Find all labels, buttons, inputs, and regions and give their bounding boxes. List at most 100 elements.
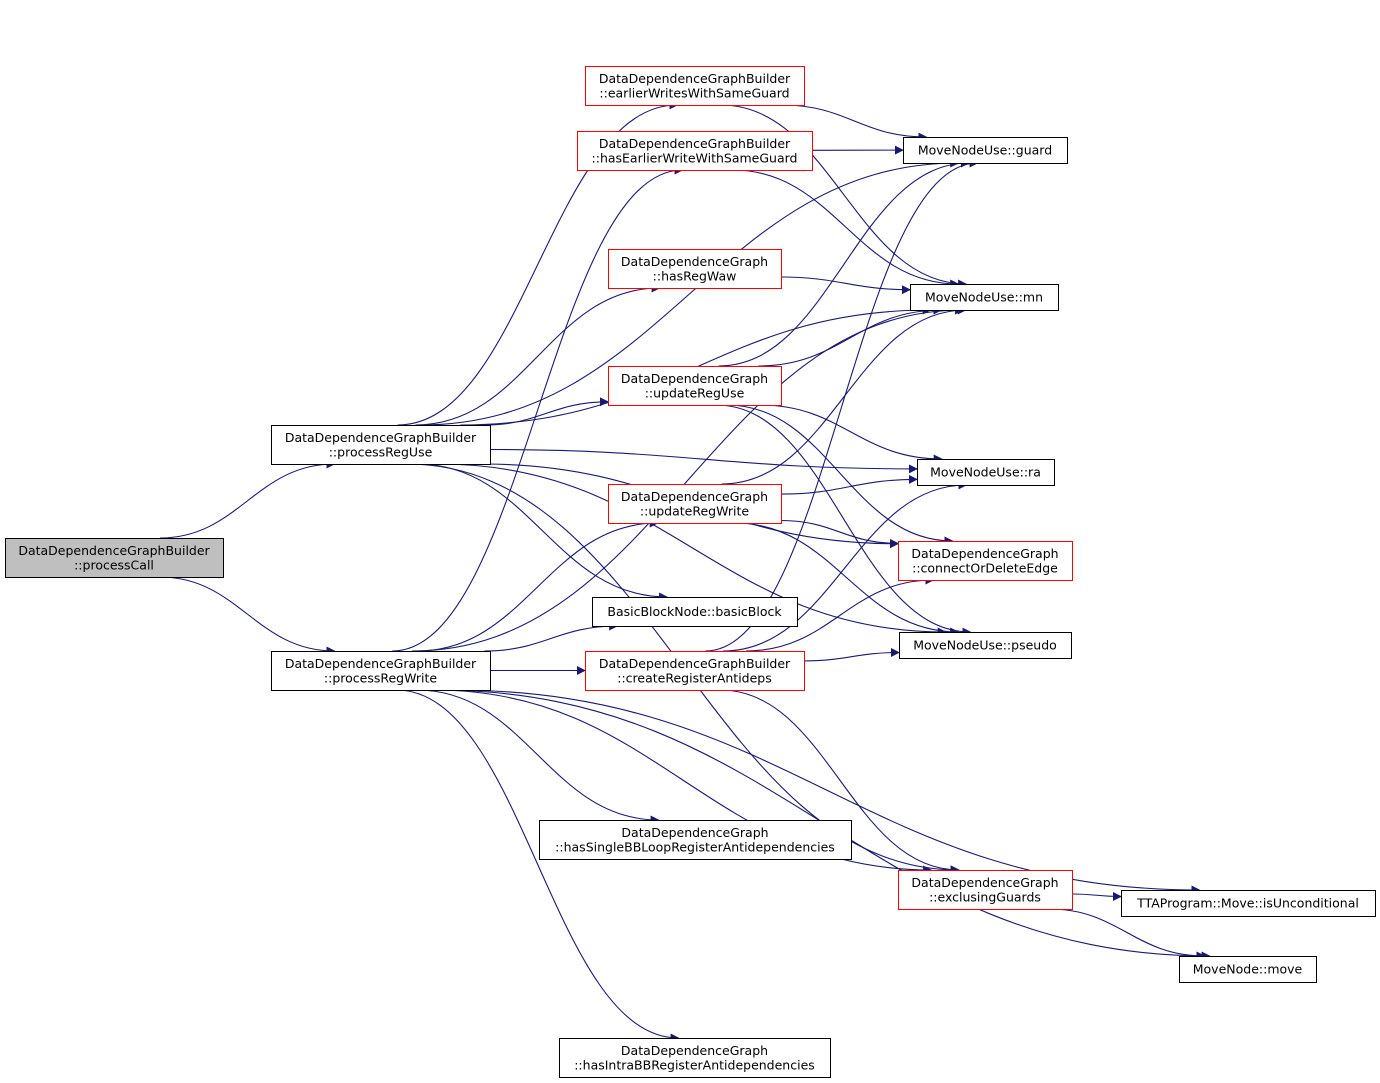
edge-processRegWrite-to-hasSingleBB: [416, 689, 660, 825]
node-exclusingGuards-box: [898, 870, 1073, 910]
node-move-label-0: MoveNode::move: [1193, 962, 1303, 977]
edge-createRegisterAntideps-to-ra: [723, 480, 968, 652]
edge-updateRegUse-to-pseudo: [716, 404, 972, 637]
edge-processRegUse-to-pseudo: [439, 463, 947, 637]
edge-processRegWrite-to-updateRegWrite: [417, 518, 659, 652]
node-move[interactable]: MoveNode::move: [1179, 956, 1317, 983]
node-ra[interactable]: MoveNodeUse::ra: [917, 459, 1055, 486]
edge-processRegUse-to-guard: [420, 158, 960, 426]
node-hasEarlierWrite-box: [577, 131, 813, 171]
node-connectOrDeleteEdge-box: [898, 541, 1073, 581]
node-updateRegUse-label-1: ::updateRegUse: [645, 385, 745, 400]
node-processCall-label-1: ::processCall: [74, 557, 154, 572]
node-pseudo-label-0: MoveNodeUse::pseudo: [913, 638, 1057, 653]
edge-earlierWrites-to-guard: [782, 104, 928, 142]
edge-updateRegUse-to-ra: [760, 404, 943, 464]
node-exclusingGuards[interactable]: DataDependenceGraph::exclusingGuards: [898, 870, 1073, 910]
node-createRegisterAntideps-box: [585, 651, 805, 691]
node-createRegisterAntideps[interactable]: DataDependenceGraphBuilder::createRegist…: [585, 651, 805, 691]
edge-processRegUse-to-earlierWrites: [397, 100, 679, 426]
edge-createRegisterAntideps-to-exclusingGuards: [720, 689, 960, 875]
edge-updateRegUse-to-mn: [758, 305, 943, 367]
edge-processRegUse-to-ra: [489, 448, 918, 474]
node-exclusingGuards-label-1: ::exclusingGuards: [929, 889, 1041, 904]
edge-hasRegWaw-to-mn: [780, 276, 911, 295]
node-hasSingleBB[interactable]: DataDependenceGraph::hasSingleBBLoopRegi…: [539, 820, 852, 860]
node-hasRegWaw-label-1: ::hasRegWaw: [653, 268, 737, 283]
node-hasIntraBB-label-0: DataDependenceGraph: [621, 1043, 768, 1058]
node-processRegUse[interactable]: DataDependenceGraphBuilder::processRegUs…: [271, 425, 491, 465]
node-basicBlock-label-0: BasicBlockNode::basicBlock: [607, 604, 782, 619]
node-hasRegWaw-box: [608, 249, 782, 289]
node-move-box: [1179, 956, 1317, 983]
edge-updateRegUse-to-connectOrDeleteEdge: [726, 404, 954, 546]
node-pseudo[interactable]: MoveNodeUse::pseudo: [899, 632, 1072, 659]
node-hasEarlierWrite-label-1: ::hasEarlierWriteWithSameGuard: [592, 150, 798, 165]
edge-createRegisterAntideps-to-connectOrDeleteEdge: [745, 575, 935, 652]
edge-processRegWrite-to-basicBlock: [484, 621, 619, 652]
edges-layer: [159, 100, 1211, 1043]
node-updateRegWrite[interactable]: DataDependenceGraph::updateRegWrite: [608, 484, 782, 524]
node-hasIntraBB-label-1: ::hasIntraBBRegisterAntidependencies: [574, 1057, 815, 1072]
node-hasRegWaw-label-0: DataDependenceGraph: [621, 254, 768, 269]
node-hasSingleBB-label-0: DataDependenceGraph: [621, 825, 768, 840]
node-connectOrDeleteEdge-label-1: ::connectOrDeleteEdge: [912, 560, 1058, 575]
node-hasEarlierWrite-label-0: DataDependenceGraphBuilder: [599, 136, 791, 151]
node-mn-label-0: MoveNodeUse::mn: [925, 290, 1043, 305]
node-earlierWrites-box: [585, 66, 805, 106]
node-updateRegUse-box: [608, 366, 782, 406]
node-processCall[interactable]: DataDependenceGraphBuilder::processCall: [5, 538, 224, 578]
node-updateRegWrite-box: [608, 484, 782, 524]
edge-exclusingGuards-to-move: [1049, 908, 1206, 961]
node-mn[interactable]: MoveNodeUse::mn: [910, 284, 1059, 311]
node-guard-box: [903, 137, 1068, 164]
node-hasIntraBB[interactable]: DataDependenceGraph::hasIntraBBRegisterA…: [559, 1038, 831, 1078]
edge-processCall-to-processRegWrite: [159, 576, 336, 656]
edge-processRegUse-to-hasRegWaw: [415, 283, 661, 426]
edge-processRegWrite-to-hasIntraBB: [396, 689, 680, 1043]
node-processRegUse-label-1: ::processRegUse: [329, 444, 433, 459]
edge-updateRegUse-to-guard: [718, 158, 970, 367]
edge-updateRegWrite-to-ra: [780, 474, 918, 495]
node-isUnconditional-box: [1121, 890, 1376, 917]
node-earlierWrites[interactable]: DataDependenceGraphBuilder::earlierWrite…: [585, 66, 805, 106]
node-isUnconditional-label-0: TTAProgram::Move::isUnconditional: [1136, 896, 1359, 911]
node-pseudo-box: [899, 632, 1072, 659]
node-mn-box: [910, 284, 1059, 311]
node-hasSingleBB-label-1: ::hasSingleBBLoopRegisterAntidependencie…: [555, 839, 835, 854]
node-basicBlock[interactable]: BasicBlockNode::basicBlock: [592, 597, 798, 627]
node-processCall-box: [5, 538, 224, 578]
node-connectOrDeleteEdge-label-0: DataDependenceGraph: [911, 546, 1058, 561]
node-updateRegUse[interactable]: DataDependenceGraph::updateRegUse: [608, 366, 782, 406]
edge-updateRegWrite-to-pseudo: [734, 522, 960, 637]
node-processRegWrite[interactable]: DataDependenceGraphBuilder::processRegWr…: [271, 651, 491, 691]
edge-processRegUse-to-updateRegUse: [484, 397, 609, 426]
node-guard[interactable]: MoveNodeUse::guard: [903, 137, 1068, 164]
node-createRegisterAntideps-label-1: ::createRegisterAntideps: [617, 670, 772, 685]
node-processRegWrite-label-1: ::processRegWrite: [324, 670, 438, 685]
node-hasSingleBB-box: [539, 820, 852, 860]
edge-processRegWrite-to-exclusingGuards: [434, 689, 933, 875]
edge-hasEarlierWrite-to-mn: [732, 169, 960, 289]
node-guard-label-0: MoveNodeUse::guard: [918, 143, 1052, 158]
node-connectOrDeleteEdge[interactable]: DataDependenceGraph::connectOrDeleteEdge: [898, 541, 1073, 581]
edge-createRegisterAntideps-to-pseudo: [803, 648, 900, 662]
node-ra-label-0: MoveNodeUse::ra: [930, 465, 1041, 480]
node-hasRegWaw[interactable]: DataDependenceGraph::hasRegWaw: [608, 249, 782, 289]
node-updateRegUse-label-0: DataDependenceGraph: [621, 371, 768, 386]
node-processRegWrite-box: [271, 651, 491, 691]
node-createRegisterAntideps-label-0: DataDependenceGraphBuilder: [599, 656, 791, 671]
node-earlierWrites-label-0: DataDependenceGraphBuilder: [599, 71, 791, 86]
node-basicBlock-box: [592, 597, 798, 627]
edge-processCall-to-processRegUse: [159, 459, 336, 539]
edge-updateRegWrite-to-mn: [721, 305, 967, 485]
node-isUnconditional[interactable]: TTAProgram::Move::isUnconditional: [1121, 890, 1376, 917]
node-processCall-label-0: DataDependenceGraphBuilder: [18, 543, 210, 558]
node-ra-box: [917, 459, 1055, 486]
node-updateRegWrite-label-1: ::updateRegWrite: [640, 503, 750, 518]
node-processRegUse-box: [271, 425, 491, 465]
node-earlierWrites-label-1: ::earlierWritesWithSameGuard: [599, 85, 789, 100]
node-hasEarlierWrite[interactable]: DataDependenceGraphBuilder::hasEarlierWr…: [577, 131, 813, 171]
node-processRegWrite-label-0: DataDependenceGraphBuilder: [285, 656, 477, 671]
